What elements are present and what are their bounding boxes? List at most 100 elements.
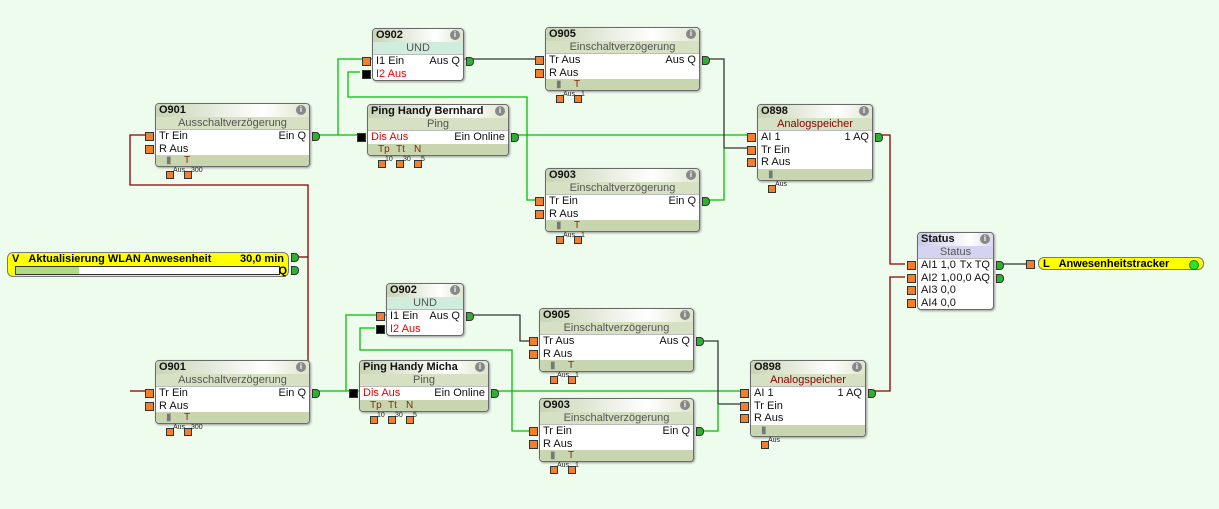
input-pin[interactable]	[529, 427, 538, 436]
variable-q-pin[interactable]	[291, 266, 299, 275]
param-pin[interactable]	[414, 159, 422, 168]
input-port-label: R Aus	[754, 412, 784, 424]
param-pin[interactable]	[388, 415, 396, 424]
param-pin[interactable]	[768, 184, 776, 193]
variable-block[interactable]: V Aktualisierung WLAN Anwesenheit 30,0 m…	[7, 252, 289, 277]
input-pin[interactable]	[747, 145, 756, 155]
input-pin[interactable]	[747, 133, 756, 142]
input-pin[interactable]	[907, 298, 916, 308]
input-pin[interactable]	[740, 389, 749, 398]
input-pin[interactable]	[529, 337, 538, 346]
info-icon[interactable]: i	[680, 400, 690, 410]
info-icon[interactable]: i	[296, 105, 306, 115]
output-pin[interactable]	[696, 427, 704, 436]
input-pin[interactable]	[747, 158, 756, 167]
info-icon[interactable]: i	[852, 362, 862, 372]
output-pin[interactable]	[312, 389, 320, 398]
input-pin[interactable]	[145, 132, 154, 141]
param-pin[interactable]	[550, 376, 558, 384]
info-icon[interactable]: i	[686, 170, 696, 180]
output-pin[interactable]	[702, 56, 710, 65]
input-pin[interactable]	[535, 209, 544, 219]
variable-output-pin[interactable]	[291, 253, 299, 262]
output-pin[interactable]	[996, 273, 1004, 283]
info-icon[interactable]: i	[859, 106, 869, 116]
input-pin[interactable]	[145, 401, 154, 411]
param-pin[interactable]	[184, 171, 192, 179]
info-icon[interactable]: i	[296, 362, 306, 372]
input-pin[interactable]	[907, 261, 916, 270]
param-pin[interactable]	[378, 159, 386, 168]
param-pin[interactable]	[406, 415, 414, 424]
output-pin[interactable]	[996, 261, 1004, 270]
remanence-icon: ▮	[550, 450, 556, 461]
param-pin[interactable]	[370, 415, 378, 424]
param-pin[interactable]	[568, 376, 576, 384]
input-pin[interactable]	[145, 144, 154, 154]
output-pin[interactable]	[702, 197, 710, 206]
param-pin[interactable]	[556, 95, 564, 103]
info-icon[interactable]: i	[450, 30, 460, 40]
input-pin[interactable]	[357, 133, 366, 142]
input-pin[interactable]	[529, 349, 538, 359]
output-l-input-pin[interactable]	[1026, 260, 1035, 269]
block-title-text: Ping Handy Bernhard	[371, 105, 484, 117]
input-pin[interactable]	[376, 324, 385, 334]
info-icon[interactable]: i	[686, 29, 696, 39]
input-pin[interactable]	[529, 439, 538, 449]
output-l-block[interactable]: L Anwesenheitstracker	[1038, 257, 1204, 270]
input-pin[interactable]	[740, 414, 749, 423]
param-pin[interactable]	[184, 428, 192, 436]
output-pin[interactable]	[696, 337, 704, 346]
param-pin[interactable]	[568, 466, 576, 474]
param-pin[interactable]	[574, 95, 582, 103]
param-pin[interactable]	[761, 440, 769, 449]
info-icon[interactable]: i	[680, 310, 690, 320]
param-pin[interactable]	[574, 236, 582, 244]
input-pin[interactable]	[535, 197, 544, 206]
input-pin[interactable]	[145, 389, 154, 398]
input-pin[interactable]	[362, 57, 371, 66]
param-value: Aus	[557, 372, 570, 379]
input-port-label: R Aus	[159, 399, 189, 412]
input-pin[interactable]	[907, 273, 916, 283]
output-pin[interactable]	[511, 133, 519, 142]
block-title-text: O902	[376, 29, 403, 41]
info-icon[interactable]: i	[495, 106, 505, 116]
input-pin[interactable]	[362, 69, 371, 79]
param-pin[interactable]	[166, 171, 174, 179]
input-pin[interactable]	[376, 312, 385, 321]
param-pin[interactable]	[166, 428, 174, 436]
param-pin[interactable]	[556, 236, 564, 244]
output-pin[interactable]	[491, 389, 499, 398]
info-icon[interactable]: i	[475, 362, 485, 372]
output-pin[interactable]	[466, 57, 474, 66]
info-icon[interactable]: i	[980, 234, 990, 244]
input-pin[interactable]	[740, 401, 749, 411]
input-pin[interactable]	[535, 56, 544, 65]
input-pin[interactable]	[349, 389, 358, 398]
output-pin[interactable]	[312, 132, 320, 141]
param-pin[interactable]	[396, 159, 404, 168]
input-port-label: I2 Aus	[376, 67, 407, 80]
input-pin[interactable]	[535, 68, 544, 78]
info-icon[interactable]: i	[450, 285, 460, 295]
param-pin[interactable]	[550, 466, 558, 474]
input-pin[interactable]	[907, 286, 916, 295]
output-pin[interactable]	[875, 133, 883, 142]
output-pin[interactable]	[868, 389, 876, 398]
output-pin[interactable]	[466, 312, 474, 321]
